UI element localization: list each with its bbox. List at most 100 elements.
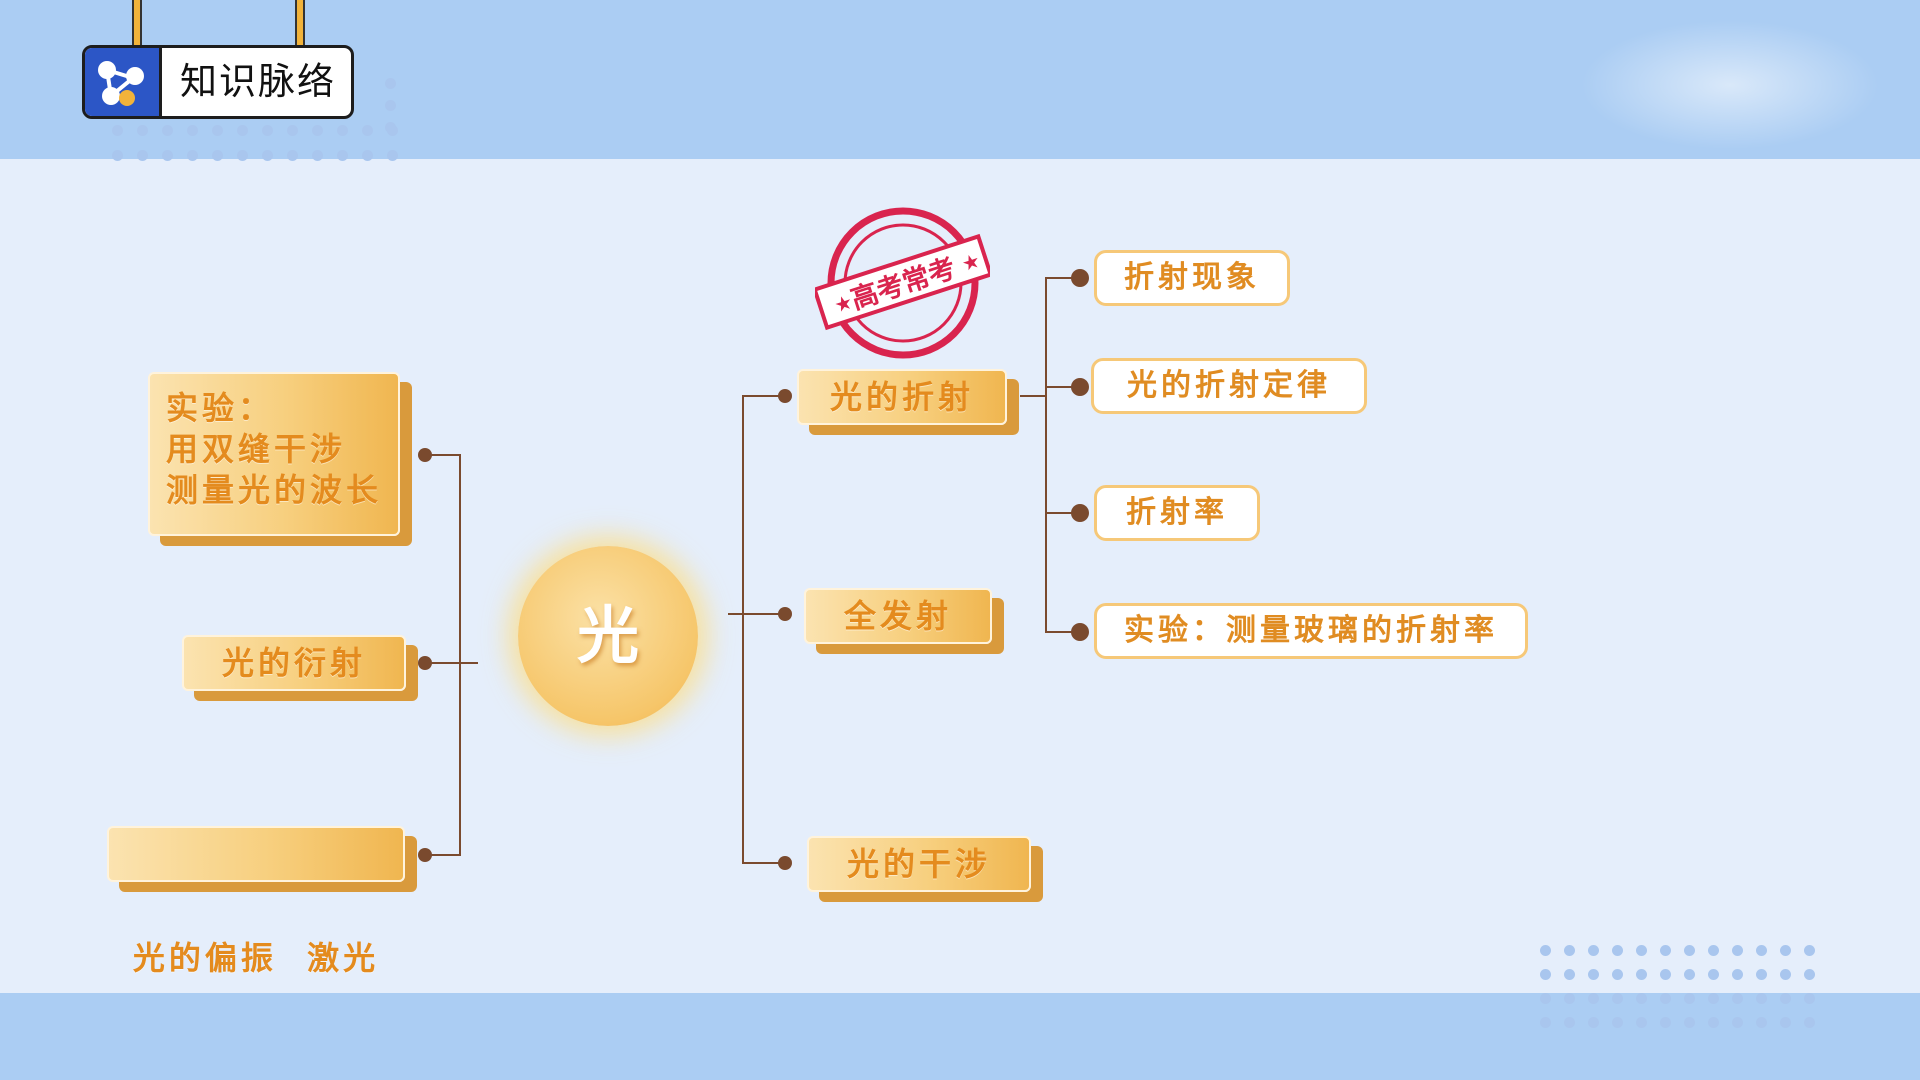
decor-dot [1756, 1017, 1767, 1028]
decor-dot [1732, 993, 1743, 1004]
node-label: 光的干涉 [846, 845, 991, 883]
decor-dot [1564, 969, 1575, 980]
decor-dot [1756, 993, 1767, 1004]
decor-dot [1804, 945, 1815, 956]
decor-dot [337, 150, 348, 161]
decor-dot [212, 150, 223, 161]
decor-dot [1780, 969, 1791, 980]
decor-dot [1540, 993, 1551, 1004]
page-title: 知识脉络 [180, 60, 336, 103]
node-refraction-law: 光的折射定律 [1091, 358, 1367, 414]
decor-dot [1804, 993, 1815, 1004]
decor-dot [1612, 993, 1623, 1004]
decor-dot [1588, 945, 1599, 956]
node-diffraction: 光的衍射 [182, 635, 406, 691]
decor-dot [1780, 993, 1791, 1004]
decor-dot [312, 125, 323, 136]
decor-dot [237, 125, 248, 136]
node-polarization-laser: 光的偏振 激光 [107, 826, 405, 977]
dot-grid-top-right [385, 78, 410, 138]
decor-dot [337, 125, 348, 136]
decor-dot [1660, 969, 1671, 980]
decor-dot [187, 150, 198, 161]
node-label: 实验：测量玻璃的折射率 [1124, 613, 1498, 648]
decor-dot [1612, 1017, 1623, 1028]
node-label: 光的偏振 激光 [132, 939, 380, 977]
decor-dot [1588, 969, 1599, 980]
decor-dot [1660, 993, 1671, 1004]
decor-dot [1636, 993, 1647, 1004]
node-double-slit-experiment: 实验： 用双缝干涉 测量光的波长 [148, 372, 400, 536]
decor-dot [387, 150, 398, 161]
decor-dot [1636, 969, 1647, 980]
decor-dot [1732, 945, 1743, 956]
decor-dot [287, 150, 298, 161]
decor-dot [1588, 1017, 1599, 1028]
decor-dot [1684, 945, 1695, 956]
decor-dot [1636, 1017, 1647, 1028]
decor-dot [1804, 969, 1815, 980]
decor-dot [1708, 945, 1719, 956]
decor-dot [1588, 993, 1599, 1004]
node-glass-refraction-experiment: 实验：测量玻璃的折射率 [1094, 603, 1528, 659]
decor-dot [237, 150, 248, 161]
decor-dot [187, 125, 198, 136]
decor-dot [1612, 945, 1623, 956]
decor-dot [1684, 993, 1695, 1004]
decor-dot [1780, 945, 1791, 956]
dot-grid-bottom-right [1540, 945, 1840, 1035]
decor-dot [1756, 969, 1767, 980]
decor-dot [1732, 1017, 1743, 1028]
decor-dot [385, 100, 396, 111]
node-line: 实验： [166, 389, 275, 427]
title-badge: 知识脉络 [82, 45, 354, 119]
decor-dot [1660, 1017, 1671, 1028]
decor-dot [1708, 1017, 1719, 1028]
decor-dot [1540, 945, 1551, 956]
decor-dot [212, 125, 223, 136]
node-label: 全发射 [843, 597, 952, 635]
node-label: 光的衍射 [221, 644, 366, 682]
decor-dot [137, 125, 148, 136]
decor-dot [1564, 1017, 1575, 1028]
node-total-reflection: 全发射 [804, 588, 992, 644]
decor-dot [112, 150, 123, 161]
node-label: 折射率 [1126, 495, 1228, 530]
node-label: 光的折射 [829, 378, 974, 416]
decor-dot [1660, 945, 1671, 956]
title-hanger-left [132, 0, 142, 47]
decor-dot [1684, 1017, 1695, 1028]
decor-dot [112, 125, 123, 136]
decor-dot [1780, 1017, 1791, 1028]
center-label: 光 [576, 599, 639, 672]
decor-dot [1756, 945, 1767, 956]
decor-dot [385, 78, 396, 89]
node-refractive-index: 折射率 [1094, 485, 1260, 541]
decor-dot [362, 150, 373, 161]
decor-dot [137, 150, 148, 161]
decor-dot [1564, 993, 1575, 1004]
network-icon [85, 48, 162, 116]
decor-dot [312, 150, 323, 161]
exam-frequent-stamp: ★ ★ 高考常考 [815, 207, 990, 359]
decor-dot [287, 125, 298, 136]
node-label: 光的折射定律 [1127, 368, 1331, 403]
decor-dot [1540, 1017, 1551, 1028]
decor-dot [1612, 969, 1623, 980]
center-node-light: 光 [518, 546, 698, 726]
decor-dot [262, 125, 273, 136]
node-line: 测量光的波长 [166, 471, 383, 509]
node-refraction-phenomenon: 折射现象 [1094, 250, 1290, 306]
decor-dot [385, 122, 396, 133]
decor-dot [262, 150, 273, 161]
decor-dot [1540, 969, 1551, 980]
node-line: 用双缝干涉 [166, 430, 347, 468]
title-hanger-right [295, 0, 305, 47]
decor-dot [162, 125, 173, 136]
bottom-band [0, 993, 1920, 1080]
decor-dot [1636, 945, 1647, 956]
node-label: 折射现象 [1124, 260, 1260, 295]
node-refraction: 光的折射 [797, 369, 1007, 425]
decor-dot [162, 150, 173, 161]
